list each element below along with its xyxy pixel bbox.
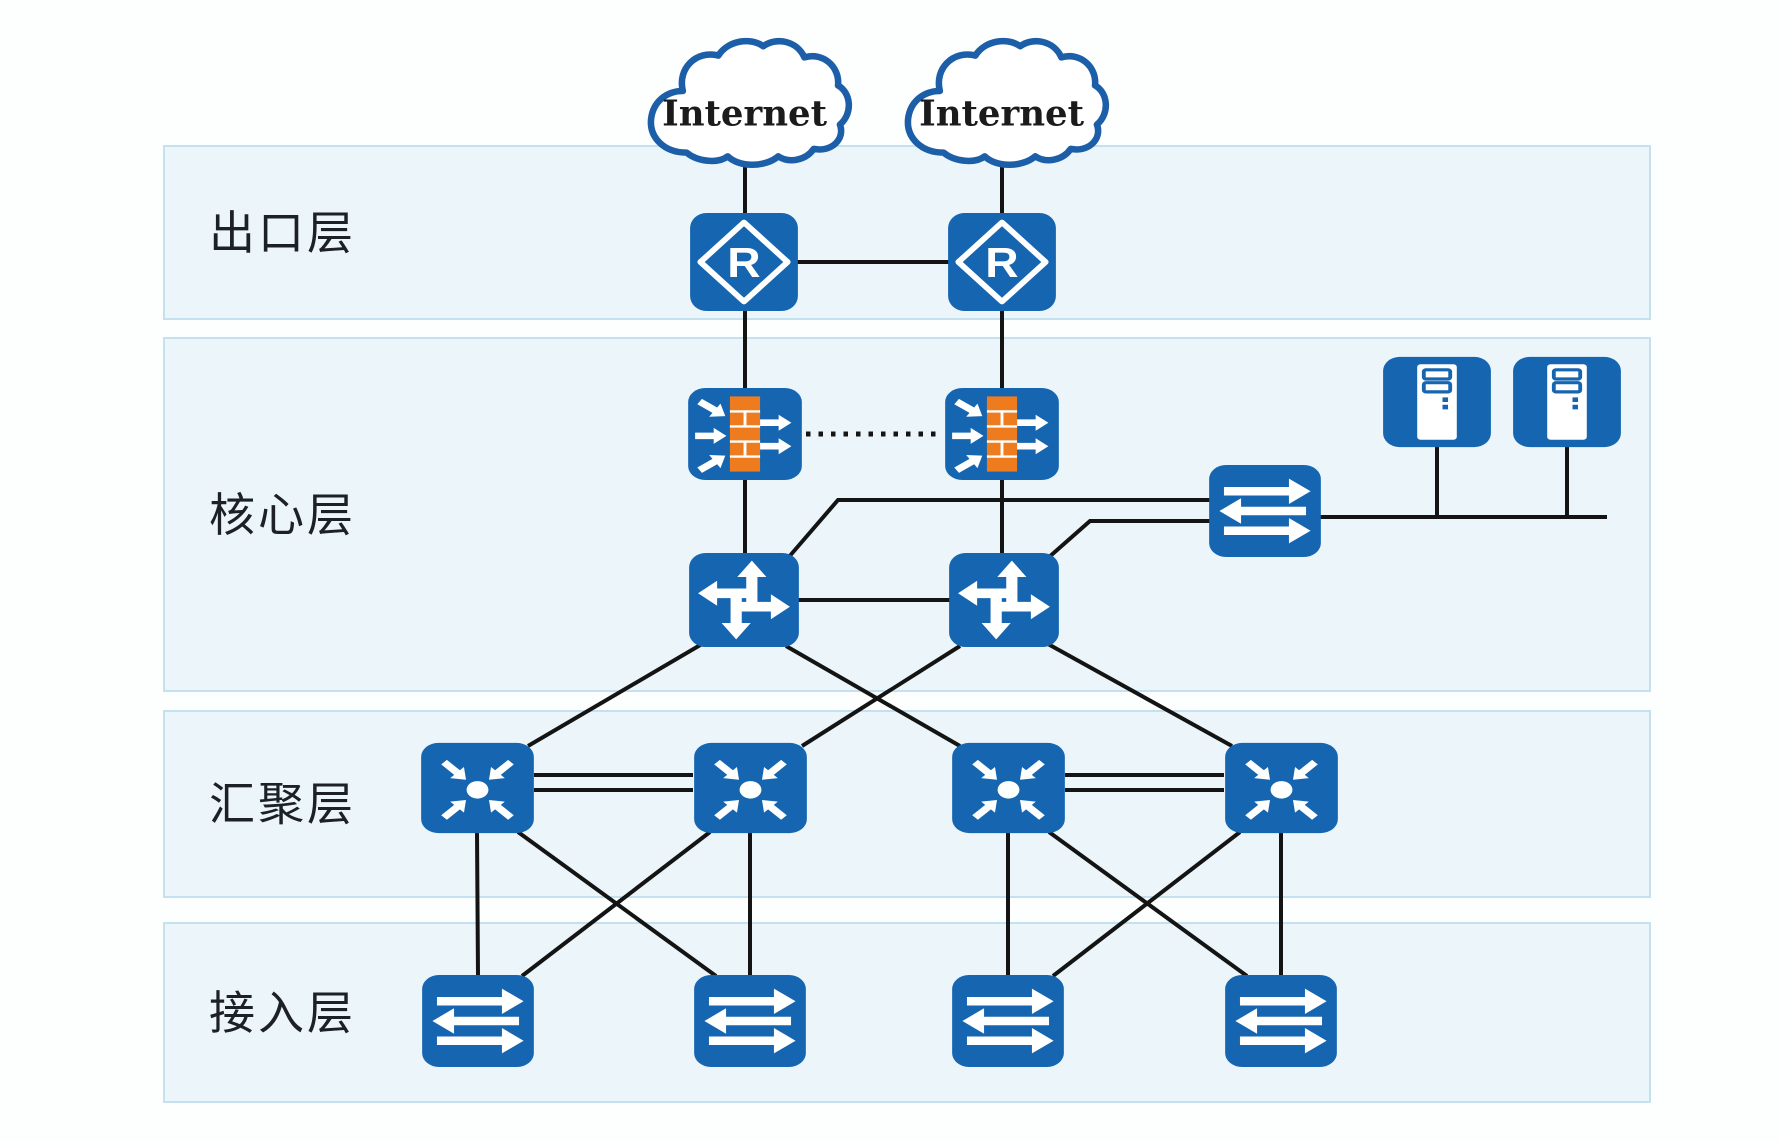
edge-agg4-to-access3: [1051, 830, 1242, 978]
agg-switch-4: [1224, 742, 1339, 834]
access-switch-4: [1224, 974, 1338, 1068]
aggregation-switch-icon: [951, 742, 1065, 834]
svg-text:R: R: [727, 240, 760, 287]
edge-core1-to-agg3: [785, 644, 961, 748]
edge-core2-to-agg4: [1047, 642, 1233, 748]
l3-switch-icon: [689, 552, 799, 648]
core-switch-1: [688, 552, 800, 648]
layer-band-aggregation: 汇聚层: [163, 710, 1651, 898]
server-icon: [1383, 356, 1491, 448]
server-1: [1382, 356, 1492, 448]
edge-agg1-to-access1: [475, 831, 480, 977]
edge-agg2-to-access1: [520, 830, 712, 978]
agg-switch-1: [420, 742, 535, 834]
router-icon: R: [948, 213, 1056, 311]
access-switch-icon: [1225, 974, 1337, 1068]
access-switch-icon: [952, 974, 1064, 1068]
access-switch-icon: [694, 974, 806, 1068]
access-switch-2: [693, 974, 807, 1068]
server-switch: [1208, 464, 1322, 558]
edge-core2-to-agg2: [800, 644, 962, 748]
edge-core2-to-server-switch: [1046, 519, 1214, 560]
core-switch-2: [948, 552, 1060, 648]
server-2: [1512, 356, 1622, 448]
access-switch-icon: [1209, 464, 1321, 558]
agg-switch-3: [951, 742, 1066, 834]
internet-cloud-2: Internet: [895, 35, 1110, 175]
firewall-icon: [688, 387, 802, 481]
internet-cloud-icon: Internet: [647, 37, 852, 168]
agg-switch-2: [693, 742, 808, 834]
aggregation-switch-icon: [693, 742, 807, 834]
svg-text:R: R: [985, 240, 1018, 287]
internet-cloud-1: Internet: [638, 35, 853, 175]
egress-router-1: R: [689, 212, 799, 312]
server-icon: [1513, 356, 1621, 448]
edge-core1-to-server-switch: [786, 498, 1214, 560]
layer-band-access: 接入层: [163, 922, 1651, 1103]
access-switch-3: [951, 974, 1065, 1068]
firewall-2: [944, 387, 1060, 481]
internet-label: Internet: [662, 94, 828, 135]
l3-switch-icon: [949, 552, 1059, 648]
router-icon: R: [690, 213, 798, 311]
layer-label-egress: 出口层: [209, 206, 356, 259]
layer-band-egress: 出口层: [163, 145, 1651, 320]
aggregation-switch-icon: [420, 742, 534, 834]
aggregation-switch-icon: [1224, 742, 1338, 834]
firewall-1: [687, 387, 803, 481]
firewall-icon: [945, 387, 1059, 481]
access-switch-icon: [422, 974, 534, 1068]
layer-label-aggregation: 汇聚层: [209, 778, 356, 830]
internet-label: Internet: [919, 94, 1085, 135]
egress-router-2: R: [947, 212, 1057, 312]
layer-label-core: 核心层: [209, 488, 356, 541]
internet-cloud-icon: Internet: [904, 37, 1109, 168]
access-switch-1: [421, 974, 535, 1068]
edge-core1-to-agg1: [526, 642, 704, 748]
layer-label-access: 接入层: [209, 986, 356, 1039]
